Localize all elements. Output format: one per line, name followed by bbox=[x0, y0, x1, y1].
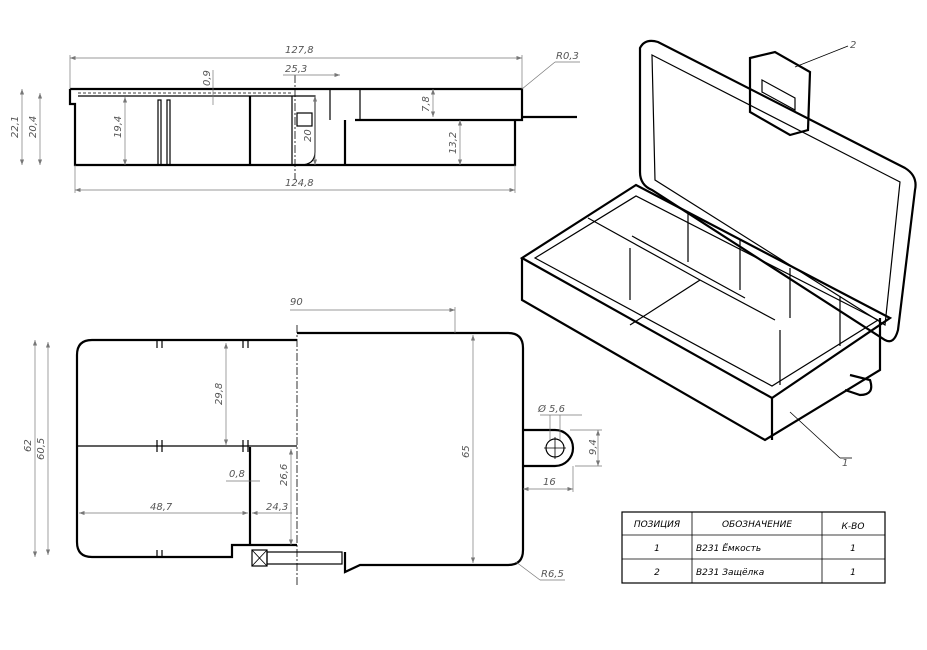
dim-13-2: 13,2 bbox=[448, 132, 459, 154]
dim-90: 90 bbox=[290, 297, 303, 308]
dim-25-3: 25,3 bbox=[285, 64, 307, 75]
dim-20: 20 bbox=[303, 129, 314, 142]
dim-26-6: 26,6 bbox=[279, 464, 290, 486]
isometric-view: 1 2 bbox=[519, 39, 917, 469]
dim-9-4: 9,4 bbox=[588, 439, 599, 455]
dim-127-8: 127,8 bbox=[285, 45, 314, 56]
dim-65: 65 bbox=[461, 445, 472, 458]
dim-24-3: 24,3 bbox=[266, 502, 288, 513]
row1-pos: 1 bbox=[654, 544, 660, 554]
dim-48-7: 48,7 bbox=[150, 502, 173, 513]
dim-0-8: 0,8 bbox=[229, 469, 245, 480]
row1-name: B231 Ёмкость bbox=[696, 543, 761, 554]
row2-name: B231 Защёлка bbox=[696, 568, 764, 578]
dim-22-1: 22,1 bbox=[10, 116, 21, 138]
header-designation: ОБОЗНАЧЕНИЕ bbox=[722, 520, 792, 530]
parts-table: ПОЗИЦИЯ ОБОЗНАЧЕНИЕ К-ВО 1 B231 Ёмкость … bbox=[621, 511, 886, 584]
dim-124-8: 124,8 bbox=[285, 178, 314, 189]
dim-62: 62 bbox=[23, 439, 34, 452]
row2-pos: 2 bbox=[654, 568, 660, 578]
header-position: ПОЗИЦИЯ bbox=[634, 520, 680, 530]
dim-hole: Ø 5,6 bbox=[537, 403, 565, 415]
header-quantity: К-ВО bbox=[842, 522, 865, 532]
dim-29-8: 29,8 bbox=[214, 383, 225, 405]
dim-16: 16 bbox=[543, 477, 556, 488]
dim-7-8: 7,8 bbox=[421, 96, 432, 112]
dim-20-4: 20,4 bbox=[28, 116, 39, 138]
dim-r0-3: R0,3 bbox=[556, 51, 579, 62]
dim-0-9: 0,9 bbox=[202, 70, 213, 86]
front-view: 127,8 124,8 R0,3 22,1 20,4 19,4 0,9 25,3… bbox=[10, 45, 580, 193]
plan-view: 62 60,5 29,8 0,8 26,6 48,7 24,3 90 65 Ø … bbox=[23, 297, 602, 585]
dim-19-4: 19,4 bbox=[113, 116, 124, 138]
row1-qty: 1 bbox=[850, 544, 856, 554]
row2-qty: 1 bbox=[850, 568, 856, 578]
callout-2: 2 bbox=[850, 40, 856, 51]
callout-1: 1 bbox=[842, 458, 848, 469]
dim-r6-5: R6,5 bbox=[541, 569, 564, 580]
dim-60-5: 60,5 bbox=[36, 438, 47, 460]
